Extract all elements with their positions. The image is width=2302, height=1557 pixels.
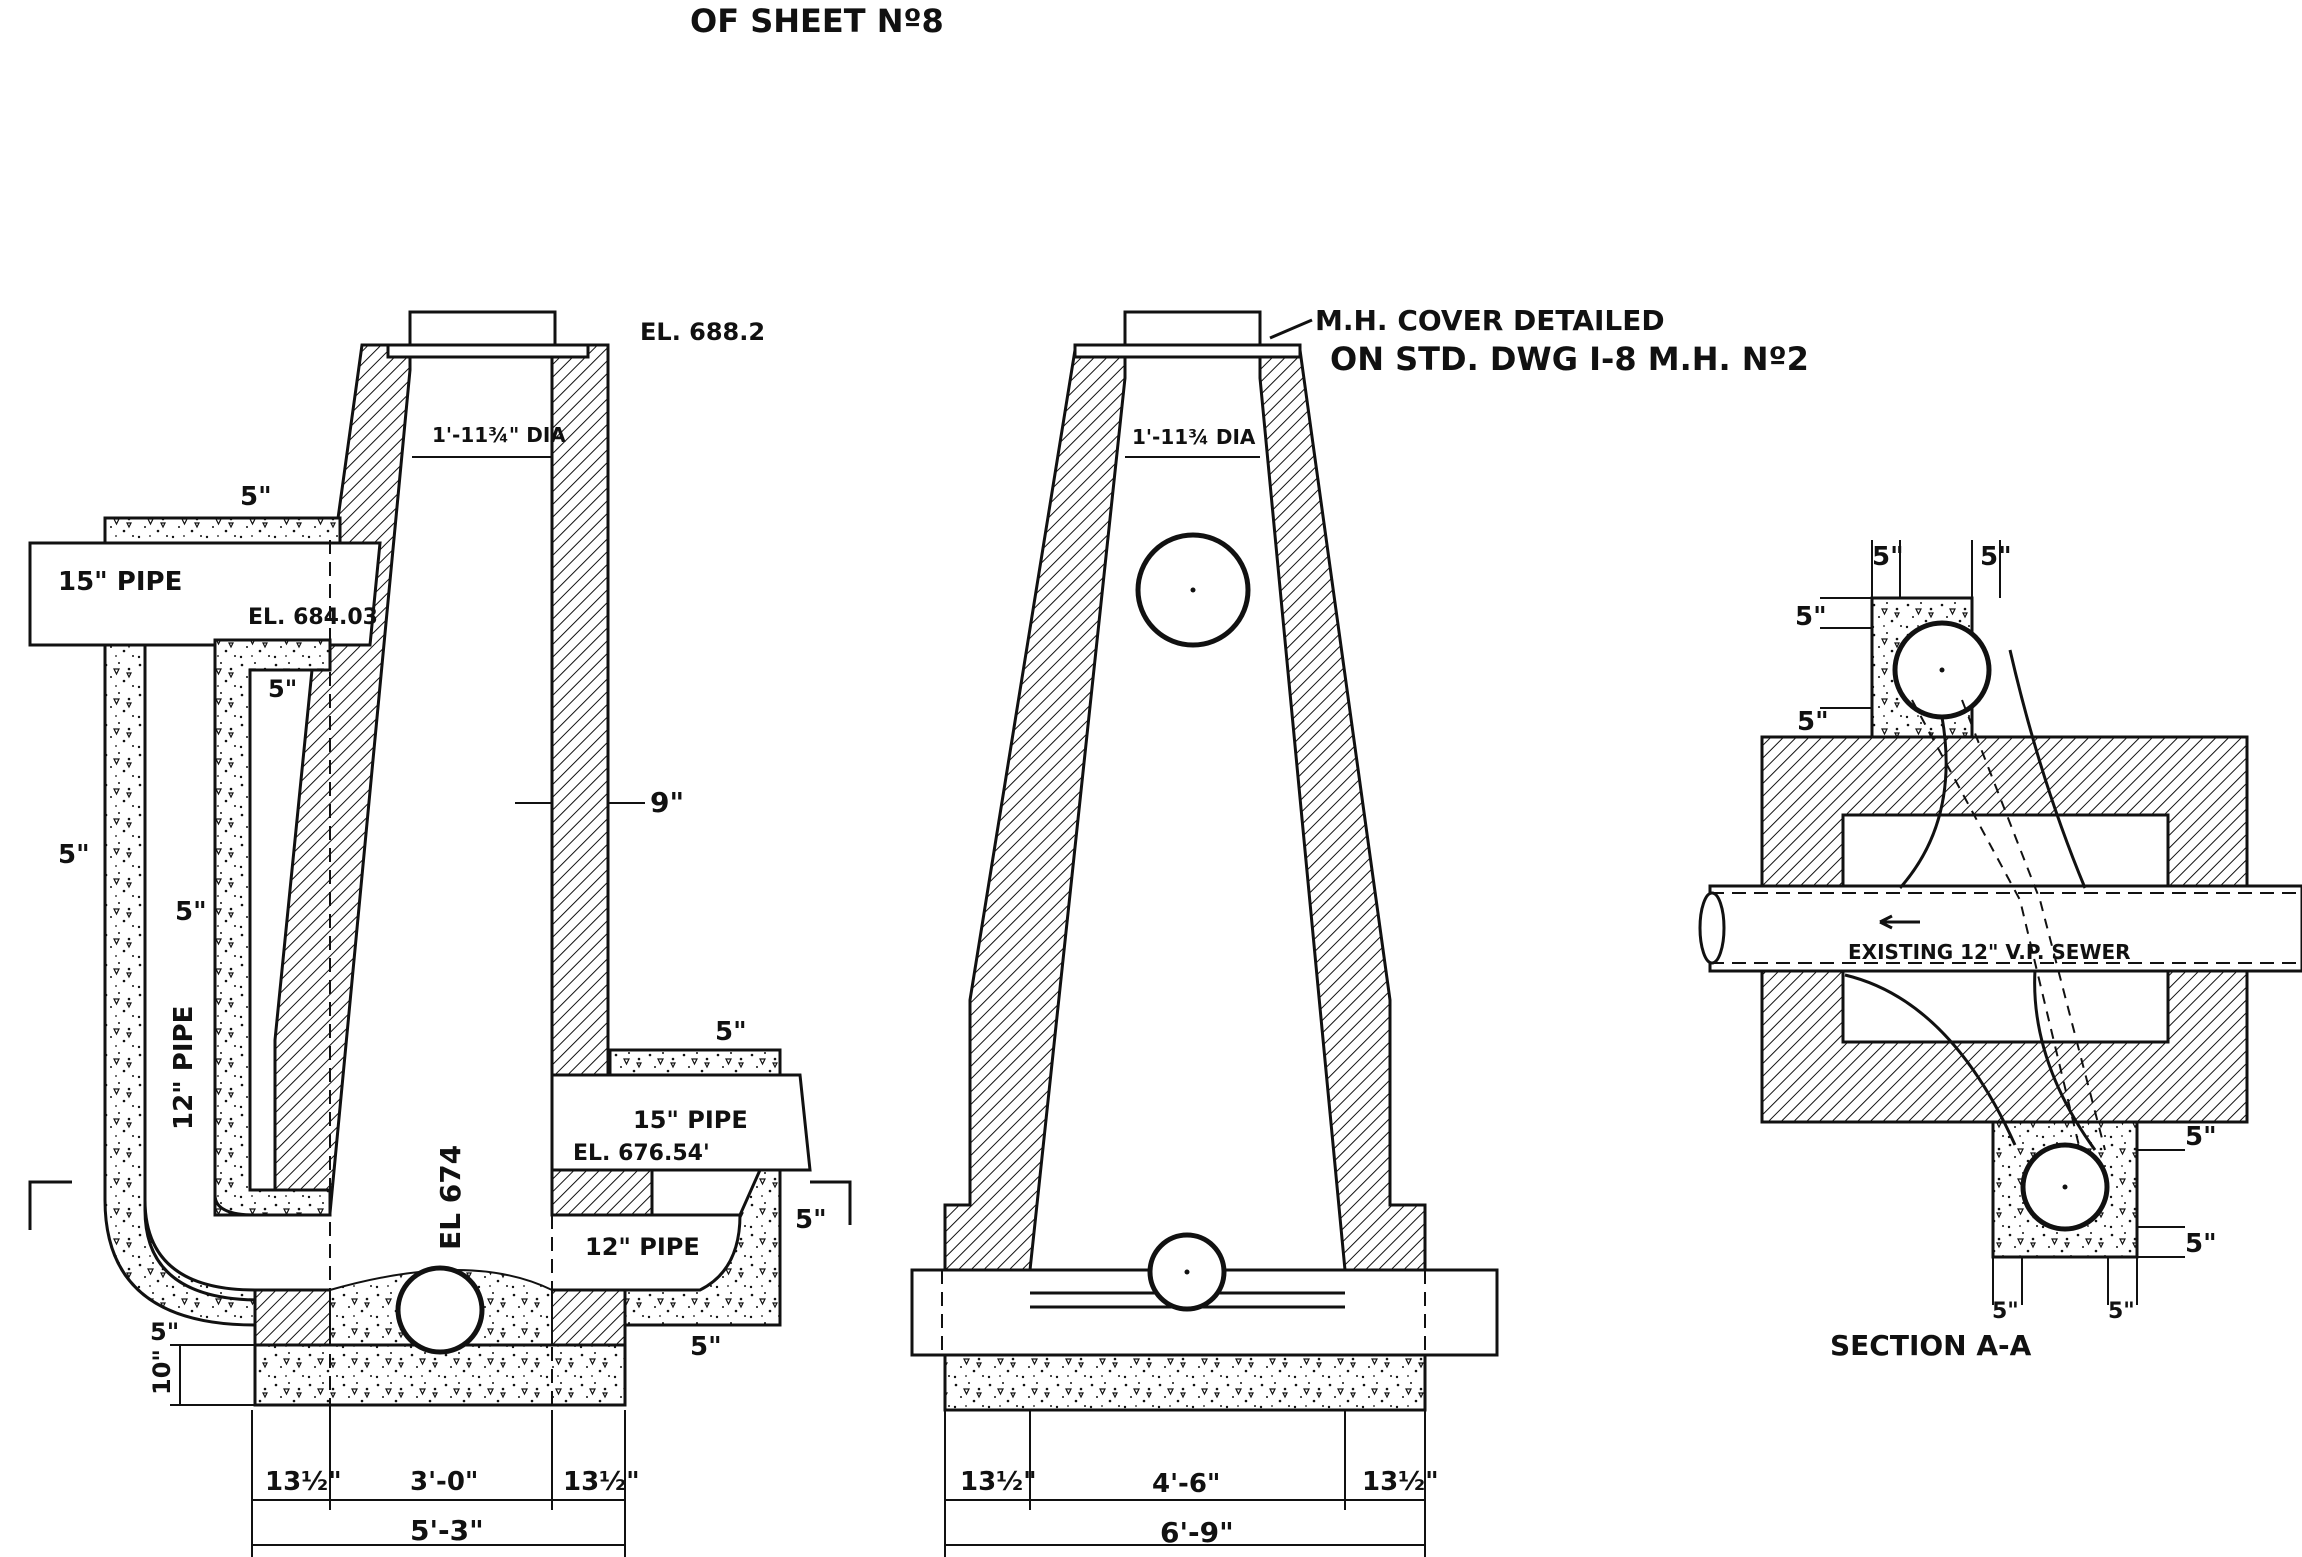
plan-right-lower: 5" [2185, 1229, 2217, 1259]
side-pipe-15-upper: 15" PIPE [58, 567, 182, 597]
side-pipe-15-right: 15" PIPE [633, 1106, 748, 1134]
plan-lower-center [2062, 1184, 2068, 1190]
plan-sewer-end [1698, 891, 1726, 965]
plan-sewer-pipe [1708, 884, 2302, 973]
front-cover [1073, 343, 1302, 359]
side-dim-total: 5'-3" [410, 1514, 484, 1547]
side-cover-frame [408, 310, 557, 347]
side-wall-thk-outer: 5" [58, 840, 90, 870]
section-marker-right [810, 1180, 852, 1225]
side-dim-left: 13½" [265, 1467, 342, 1497]
side-footing [253, 1343, 627, 1407]
plan-upper-curve [1898, 649, 2087, 889]
sheet-title: OF SHEET Nº8 [690, 2, 944, 40]
side-el-684: EL. 684.03 [248, 605, 378, 630]
front-cover-note-2: ON STD. DWG I-8 M.H. Nº2 [1330, 340, 1809, 378]
front-dim-mid: 4'-6" [1152, 1469, 1220, 1499]
plan-dash-diag-2 [1961, 699, 2106, 1151]
side-el-676: EL. 676.54' [573, 1141, 710, 1166]
side-bottom-thk-left: 5" [150, 1318, 179, 1346]
side-right-wall [550, 343, 610, 1215]
side-inner-thk: 5" [268, 675, 297, 703]
plan-dash-diag-1 [1911, 699, 2081, 1151]
plan-top-right: 5" [1980, 542, 2012, 572]
side-throat-dia: 1'-11¾" DIA [432, 423, 566, 447]
plan-bottom-left: 5" [1992, 1299, 2019, 1324]
side-pipe-top-thk-right: 5" [715, 1017, 747, 1047]
side-el-674: EL 674 [434, 1145, 467, 1250]
front-cover-frame [1123, 310, 1262, 347]
side-bottom-thk-right: 5" [690, 1332, 722, 1362]
side-upper-pipe [28, 541, 382, 647]
front-note-leader [1269, 318, 1313, 340]
front-left-wall [943, 348, 1127, 1272]
plan-side-top: 5" [1795, 602, 1827, 632]
side-pipe-top-thk: 5" [240, 482, 272, 512]
front-cover-note-1: M.H. COVER DETAILED [1315, 304, 1665, 337]
section-marker-left [28, 1180, 72, 1230]
side-right-thk: 5" [795, 1205, 827, 1235]
front-section [910, 310, 1499, 1557]
side-left-wall [273, 343, 412, 1215]
plan-lower-curve [1844, 969, 2097, 1151]
front-throat-dia: 1'-11¾ DIA [1132, 425, 1256, 449]
plan-upper-center [1939, 667, 1945, 673]
plan-flow-arrow [1879, 914, 1920, 930]
side-right-15-pipe [550, 1073, 812, 1172]
plan-section-title: SECTION A-A [1830, 1329, 2032, 1362]
plan-section [1698, 540, 2302, 1305]
front-right-wall [1258, 348, 1427, 1272]
side-base-thk: 10" [148, 1349, 176, 1395]
side-pipe-12-vertical: 12" PIPE [169, 1006, 199, 1130]
side-dim-mid: 3'-0" [410, 1467, 478, 1497]
plan-right-upper: 5" [2185, 1122, 2217, 1152]
side-el-top: EL. 688.2 [640, 318, 765, 346]
front-dim-total: 6'-9" [1160, 1516, 1234, 1549]
plan-bottom-right: 5" [2108, 1299, 2135, 1324]
side-pipe-12-right: 12" PIPE [585, 1233, 700, 1261]
plan-sewer-label: EXISTING 12" V.P. SEWER [1848, 940, 2131, 964]
front-outlet-center [1184, 1269, 1190, 1275]
side-wall-thk-inner: 5" [175, 897, 207, 927]
front-dim-right: 13½" [1362, 1467, 1439, 1497]
side-right-pipe-cap [608, 1048, 782, 1077]
side-section [28, 310, 852, 1557]
plan-top-left: 5" [1872, 542, 1904, 572]
side-dim-right: 13½" [563, 1467, 640, 1497]
side-right-elbow [550, 1168, 654, 1217]
side-vertical-pipe [143, 645, 261, 1302]
front-inlet-center [1190, 587, 1196, 593]
side-outlet-pipe [395, 1265, 485, 1355]
side-wall-9: 9" [650, 786, 684, 819]
plan-side-mid: 5" [1797, 707, 1829, 737]
side-right-12-encasement [620, 1168, 782, 1327]
side-upper-pipe-cap [103, 516, 342, 545]
front-dim-left: 13½" [960, 1467, 1037, 1497]
front-footing [943, 1353, 1427, 1412]
side-cover [386, 343, 590, 359]
